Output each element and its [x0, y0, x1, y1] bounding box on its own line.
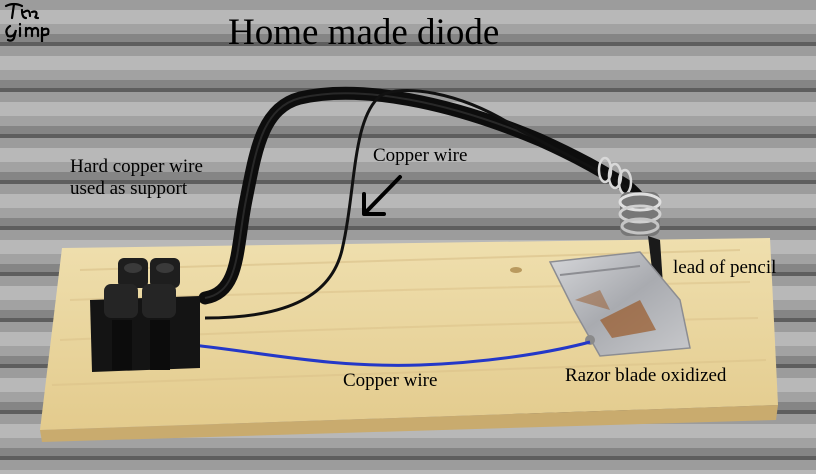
label-razor-blade: Razor blade oxidized: [565, 365, 727, 386]
blue-copper-wire: [191, 340, 591, 367]
label-pencil-lead: lead of pencil: [673, 257, 777, 278]
gimp-signature-logo: [4, 2, 50, 42]
terminal-block: [90, 258, 200, 372]
thin-copper-wire: [204, 89, 631, 320]
image-title: Home made diode: [228, 12, 500, 53]
label-support-wire: Hard copper wire used as support: [70, 156, 203, 200]
label-support-line-1: Hard copper wire: [70, 156, 203, 177]
wire-wrap-joint: [597, 156, 662, 236]
razor-blade: [548, 251, 691, 357]
label-copper-wire-top: Copper wire: [373, 145, 468, 166]
label-copper-wire-bottom: Copper wire: [343, 370, 438, 391]
label-support-line-2: used as support: [70, 178, 188, 199]
arrow-icon: [362, 175, 402, 216]
